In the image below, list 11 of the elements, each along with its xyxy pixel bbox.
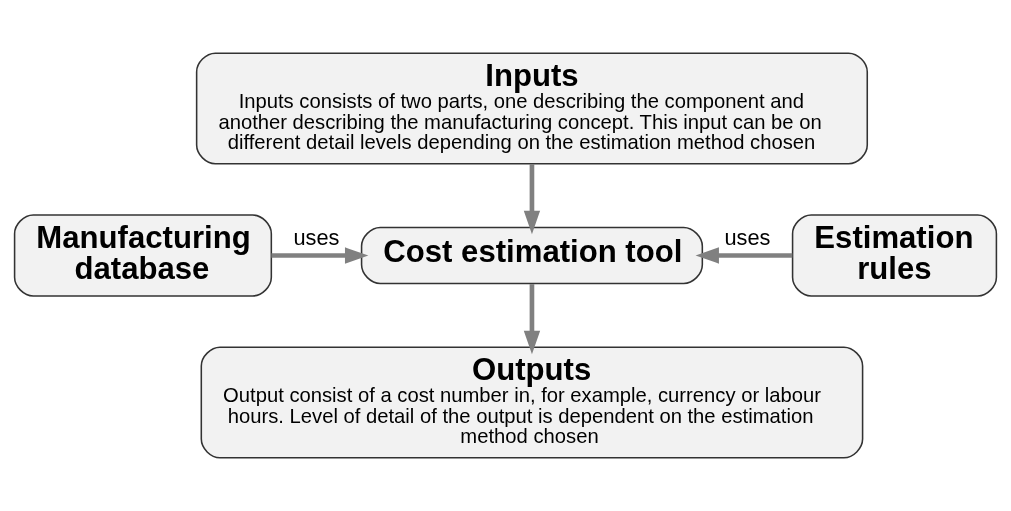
arrow [271, 247, 369, 264]
edge-label: uses [724, 224, 771, 250]
arrow [523, 284, 541, 355]
node-box: Estimation rules [791, 214, 998, 297]
node-box: Outputs Output consist of a cost number in, for example, currency or labour hours. Level of detail of the output is dependent on the estimation method chosen [200, 346, 864, 459]
node-box: Inputs Inputs consists of two parts, one describing the component and another describing the manufacturing concept. This input can be on different detail levels depending on the estimation method chosen [195, 52, 869, 165]
arrow [523, 164, 541, 235]
edge-label: uses [293, 224, 340, 250]
node-box: Manufacturing database [13, 214, 273, 297]
arrow [695, 247, 793, 264]
node-box: Cost estimation tool [360, 226, 704, 285]
